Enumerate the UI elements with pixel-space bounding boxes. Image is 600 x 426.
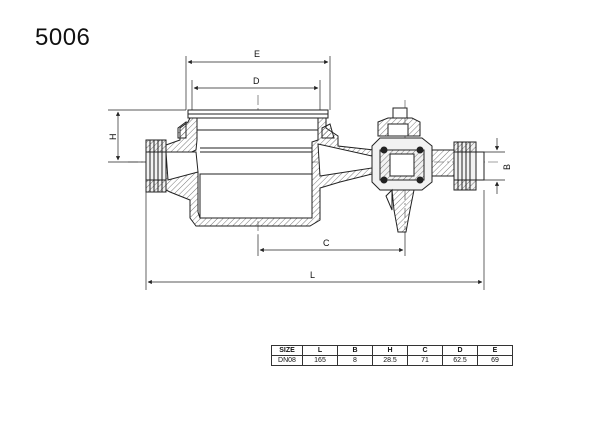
cell-size: DN08: [271, 355, 303, 366]
outlet-connector: [431, 141, 485, 191]
header-e: E: [477, 345, 513, 356]
dimension-label-c: C: [323, 238, 330, 248]
dimension-lines: [108, 56, 505, 290]
header-c: C: [407, 345, 443, 356]
spec-table: SIZE L B H C D E DN08 165 8 28.5 71 62.5…: [271, 345, 513, 366]
header-l: L: [302, 345, 338, 356]
cell-c: 71: [407, 355, 443, 366]
header-h: H: [372, 345, 408, 356]
cell-b: 8: [337, 355, 373, 366]
dimension-label-h: H: [108, 134, 118, 141]
cell-l: 165: [302, 355, 338, 366]
spec-table-header: SIZE L B H C D E: [271, 345, 513, 356]
header-size: SIZE: [271, 345, 303, 356]
dimension-label-l: L: [310, 270, 315, 280]
dimension-label-d: D: [253, 76, 260, 86]
cell-d: 62.5: [442, 355, 478, 366]
header-d: D: [442, 345, 478, 356]
dimension-label-e: E: [254, 49, 260, 59]
cell-h: 28.5: [372, 355, 408, 366]
dimension-label-b: B: [502, 164, 512, 170]
table-row: DN08 165 8 28.5 71 62.5 69: [271, 355, 513, 366]
page-title: 5006: [35, 24, 91, 51]
cell-e: 69: [477, 355, 513, 366]
header-b: B: [337, 345, 373, 356]
valve-assembly: [371, 107, 433, 233]
inlet-connector: [145, 139, 167, 193]
meter-body: [165, 109, 381, 227]
